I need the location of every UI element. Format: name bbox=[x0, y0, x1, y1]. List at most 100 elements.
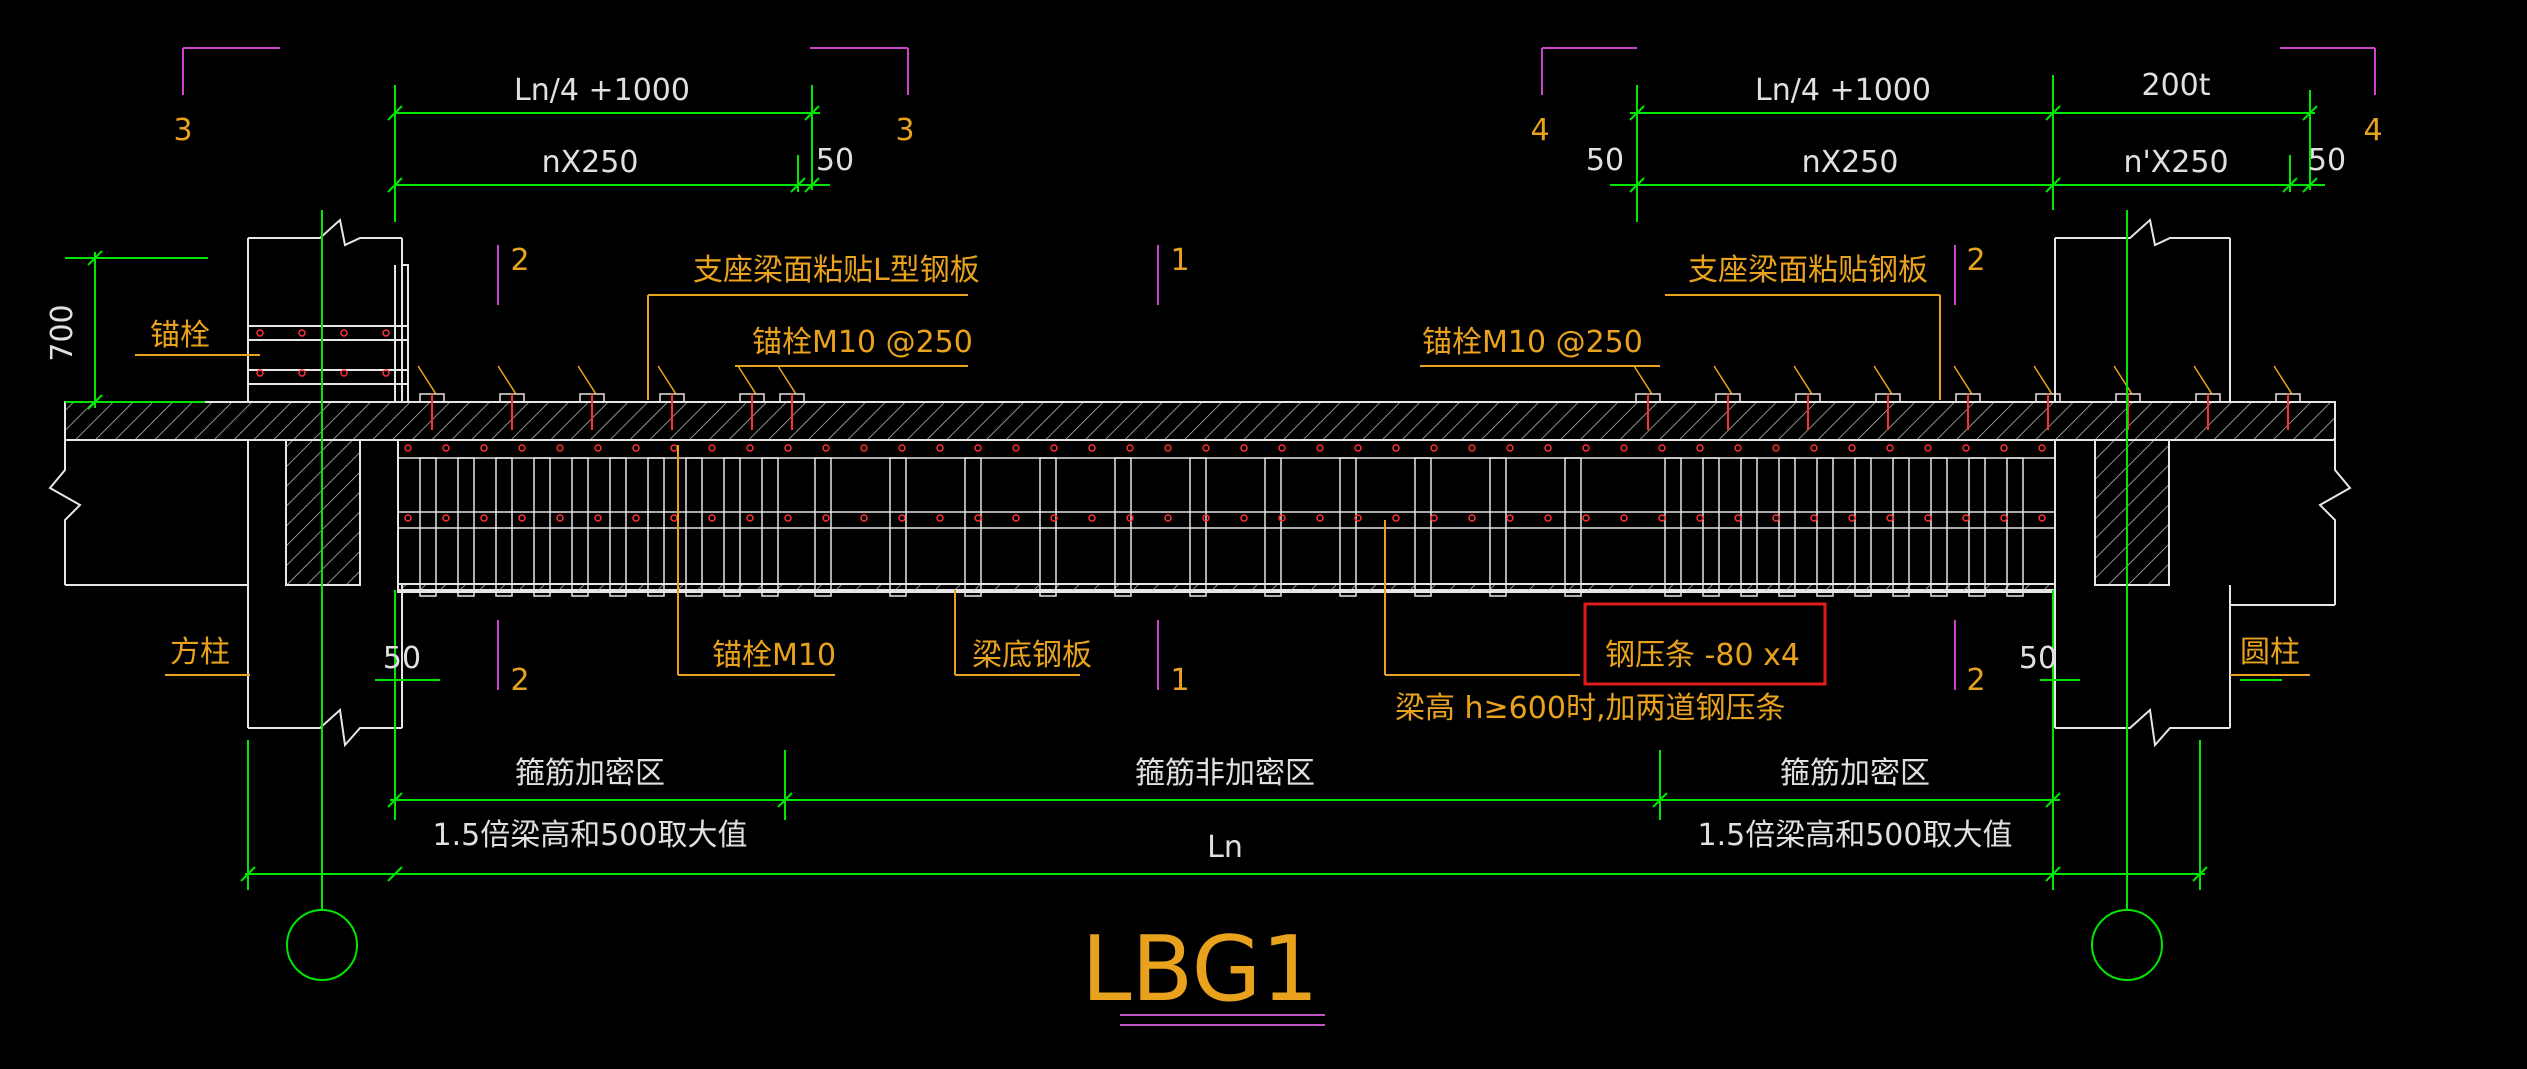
rebar-dot bbox=[1126, 444, 1134, 452]
label-support-l-plate: 支座梁面粘贴L型钢板 bbox=[693, 253, 980, 288]
rebar-dot bbox=[1278, 444, 1286, 452]
stirrup bbox=[1564, 457, 1582, 597]
right-column-break-bottom bbox=[2055, 708, 2230, 748]
zone-left: 箍筋加密区 bbox=[515, 756, 665, 791]
left-vertical-plate bbox=[394, 264, 409, 402]
stirrup-group bbox=[419, 457, 2024, 597]
label-anchor-m10-at-left: 锚栓M10 @250 bbox=[752, 325, 973, 360]
dim-top-left-gap: 50 bbox=[816, 143, 854, 178]
rebar-dot bbox=[480, 444, 488, 452]
zone-right: 箍筋加密区 bbox=[1780, 756, 1930, 791]
rebar-dot bbox=[974, 444, 982, 452]
rebar-dot bbox=[936, 444, 944, 452]
left-axis-circle bbox=[286, 909, 358, 981]
rebar-dot bbox=[518, 444, 526, 452]
rebar-dot bbox=[1848, 514, 1856, 522]
rebar-dot bbox=[1886, 444, 1894, 452]
dimension-ticks bbox=[87, 105, 2318, 882]
dimension-lines bbox=[65, 75, 2325, 890]
rebar-dot bbox=[708, 514, 716, 522]
anchor-bolt bbox=[1793, 365, 1821, 430]
right-column-break-top bbox=[2055, 218, 2230, 247]
stirrup bbox=[814, 457, 832, 597]
rebar-dot bbox=[822, 444, 830, 452]
stirrup bbox=[723, 457, 741, 597]
rebar-dot bbox=[382, 329, 390, 337]
label-round-column: 圆柱 bbox=[2240, 635, 2300, 670]
rebar-dot bbox=[1202, 514, 1210, 522]
rebar-dot bbox=[632, 514, 640, 522]
rebar-dot bbox=[1392, 514, 1400, 522]
highlight-box[interactable] bbox=[1583, 602, 1827, 686]
label-strip-note: 梁高 h≥600时,加两道钢压条 bbox=[1395, 691, 1785, 726]
rebar-dot bbox=[556, 514, 564, 522]
rebar-dot bbox=[1354, 444, 1362, 452]
rebar-dot bbox=[1126, 514, 1134, 522]
label-anchor-m10: 锚栓M10 bbox=[712, 638, 836, 673]
stirrup bbox=[2006, 457, 2024, 597]
rebar-dot bbox=[1468, 444, 1476, 452]
beam-bottom-plate bbox=[397, 583, 2056, 593]
stirrup bbox=[1740, 457, 1758, 597]
section-2-top-right: 2 bbox=[1966, 243, 1985, 278]
rebar-dot bbox=[1544, 514, 1552, 522]
stirrup bbox=[761, 457, 779, 597]
rebar-dot bbox=[1582, 514, 1590, 522]
stirrup bbox=[1854, 457, 1872, 597]
anchor-bolt bbox=[2033, 365, 2061, 430]
rebar-dot bbox=[1810, 444, 1818, 452]
rebar-dot bbox=[340, 329, 348, 337]
rebar-dot bbox=[1620, 444, 1628, 452]
rebar-dot bbox=[1316, 444, 1324, 452]
anchor-bolt bbox=[417, 365, 445, 430]
rebar-dot bbox=[1696, 444, 1704, 452]
rebar-dot bbox=[898, 514, 906, 522]
span-label: Ln bbox=[1207, 830, 1243, 865]
rebar-dot bbox=[1050, 514, 1058, 522]
rebar-dot bbox=[708, 444, 716, 452]
stirrup bbox=[1968, 457, 1986, 597]
rebar-dot bbox=[784, 444, 792, 452]
rebar-dot bbox=[518, 514, 526, 522]
rebar-dot bbox=[898, 444, 906, 452]
dim-top-right-3: 200t bbox=[2141, 68, 2210, 103]
rebar-dot bbox=[298, 369, 306, 377]
rebar-dot bbox=[256, 329, 264, 337]
title-underline bbox=[1120, 1014, 1325, 1026]
rebar-dot bbox=[594, 514, 602, 522]
rebar-dot bbox=[1506, 444, 1514, 452]
leader-lines bbox=[135, 294, 2310, 676]
left-slab-break bbox=[48, 440, 82, 585]
stirrup bbox=[1039, 457, 1057, 597]
rebar-dot bbox=[1848, 444, 1856, 452]
stirrup bbox=[1664, 457, 1682, 597]
rebar-dot bbox=[1240, 514, 1248, 522]
dim-left-height: 700 bbox=[45, 304, 80, 361]
rebar-dot bbox=[1050, 444, 1058, 452]
section-2-bottom-left: 2 bbox=[510, 663, 529, 698]
dim-top-right-gap-left: 50 bbox=[1586, 143, 1624, 178]
rebar-dot bbox=[442, 514, 450, 522]
rebar-dot bbox=[784, 514, 792, 522]
right-axis-circle bbox=[2091, 909, 2163, 981]
rebar-dot bbox=[860, 514, 868, 522]
rebar-dot bbox=[1354, 514, 1362, 522]
rebar-dot bbox=[1620, 514, 1628, 522]
stirrup bbox=[1189, 457, 1207, 597]
section-1-top: 1 bbox=[1170, 243, 1189, 278]
rebar-dot bbox=[1544, 444, 1552, 452]
rebar-dot bbox=[556, 444, 564, 452]
dimension-texts: Ln/4 +1000 nX250 50 Ln/4 +1000 nX250 200… bbox=[45, 68, 2346, 865]
stirrup bbox=[964, 457, 982, 597]
rebar-dot bbox=[256, 369, 264, 377]
rebar-dot bbox=[1962, 514, 1970, 522]
rebar-dot bbox=[1962, 444, 1970, 452]
rebar-dot bbox=[1658, 444, 1666, 452]
section-2-bottom-right: 2 bbox=[1966, 663, 1985, 698]
rebar-dot bbox=[1316, 514, 1324, 522]
anchor-bolt bbox=[2273, 365, 2301, 430]
anchor-bolt bbox=[777, 365, 805, 430]
dim-top-left-2: nX250 bbox=[542, 145, 639, 180]
anchor-bolt bbox=[1713, 365, 1741, 430]
